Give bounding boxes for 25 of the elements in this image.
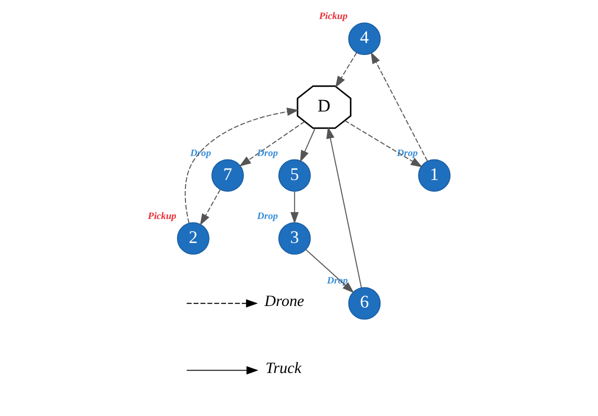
arrow bbox=[239, 121, 306, 167]
node-circle: 6 bbox=[348, 287, 381, 320]
node-label: Pickup bbox=[319, 11, 348, 22]
arrow bbox=[200, 189, 221, 226]
arrow bbox=[370, 52, 428, 162]
arrow bbox=[290, 190, 299, 224]
arrow bbox=[326, 126, 362, 288]
arrow bbox=[300, 128, 316, 162]
legend-label: Drone bbox=[264, 293, 304, 310]
node-circle: 7 bbox=[211, 159, 244, 192]
node-circle: 3 bbox=[278, 222, 311, 255]
node-label: Pickup bbox=[148, 210, 176, 222]
node-label: Drop bbox=[396, 148, 418, 159]
node-circle: 1 bbox=[418, 159, 451, 192]
legend-label: Truck bbox=[266, 360, 302, 378]
node-circle: 4 bbox=[348, 22, 381, 56]
node-circle: 5 bbox=[278, 159, 311, 192]
arrow bbox=[344, 120, 423, 168]
arrow bbox=[335, 52, 358, 88]
node-label: Drop bbox=[257, 210, 278, 222]
node-label: Drop bbox=[190, 148, 212, 159]
node-label: Drop bbox=[257, 148, 278, 159]
arrow bbox=[184, 108, 299, 224]
arrow bbox=[305, 249, 354, 294]
node-circle: 2 bbox=[176, 222, 210, 255]
